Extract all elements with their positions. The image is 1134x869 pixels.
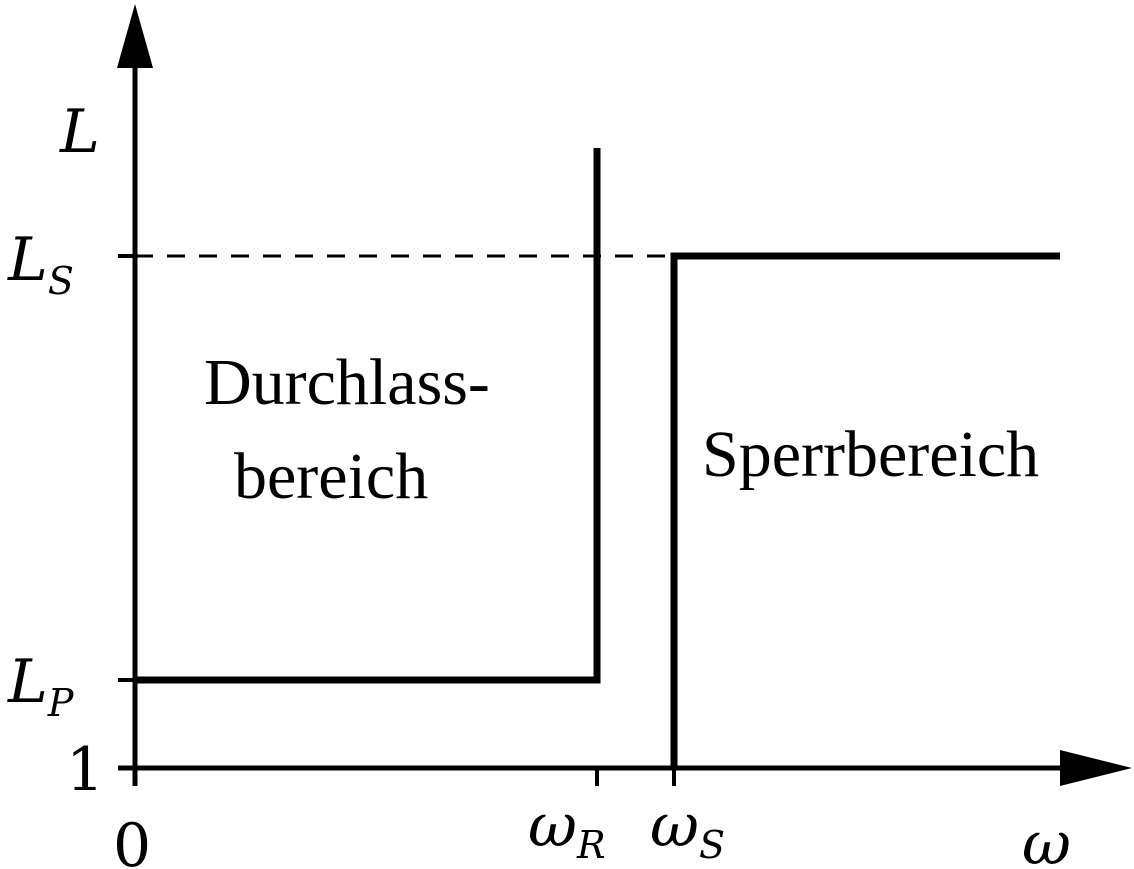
tick-label-zero: 0 (113, 811, 151, 869)
tick-label-omega-r: ωR (528, 791, 606, 867)
x-axis-arrow (1060, 750, 1132, 786)
passband-boundary (135, 148, 601, 684)
passband-label-line1: Durchlass- (204, 346, 490, 419)
passband-label-line2: bereich (234, 440, 428, 513)
tick-label-one: 1 (66, 735, 104, 805)
tick-label-ls: LS (7, 225, 74, 303)
tick-label-lp: LP (7, 647, 75, 725)
y-axis-arrow (117, 4, 153, 68)
stopband-boundary (670, 252, 1060, 768)
tick-label-omega-s: ωS (650, 791, 725, 867)
y-axis-label: L (59, 97, 100, 167)
x-axis-label: ω (1022, 809, 1071, 869)
stopband-label: Sperrbereich (702, 418, 1039, 491)
